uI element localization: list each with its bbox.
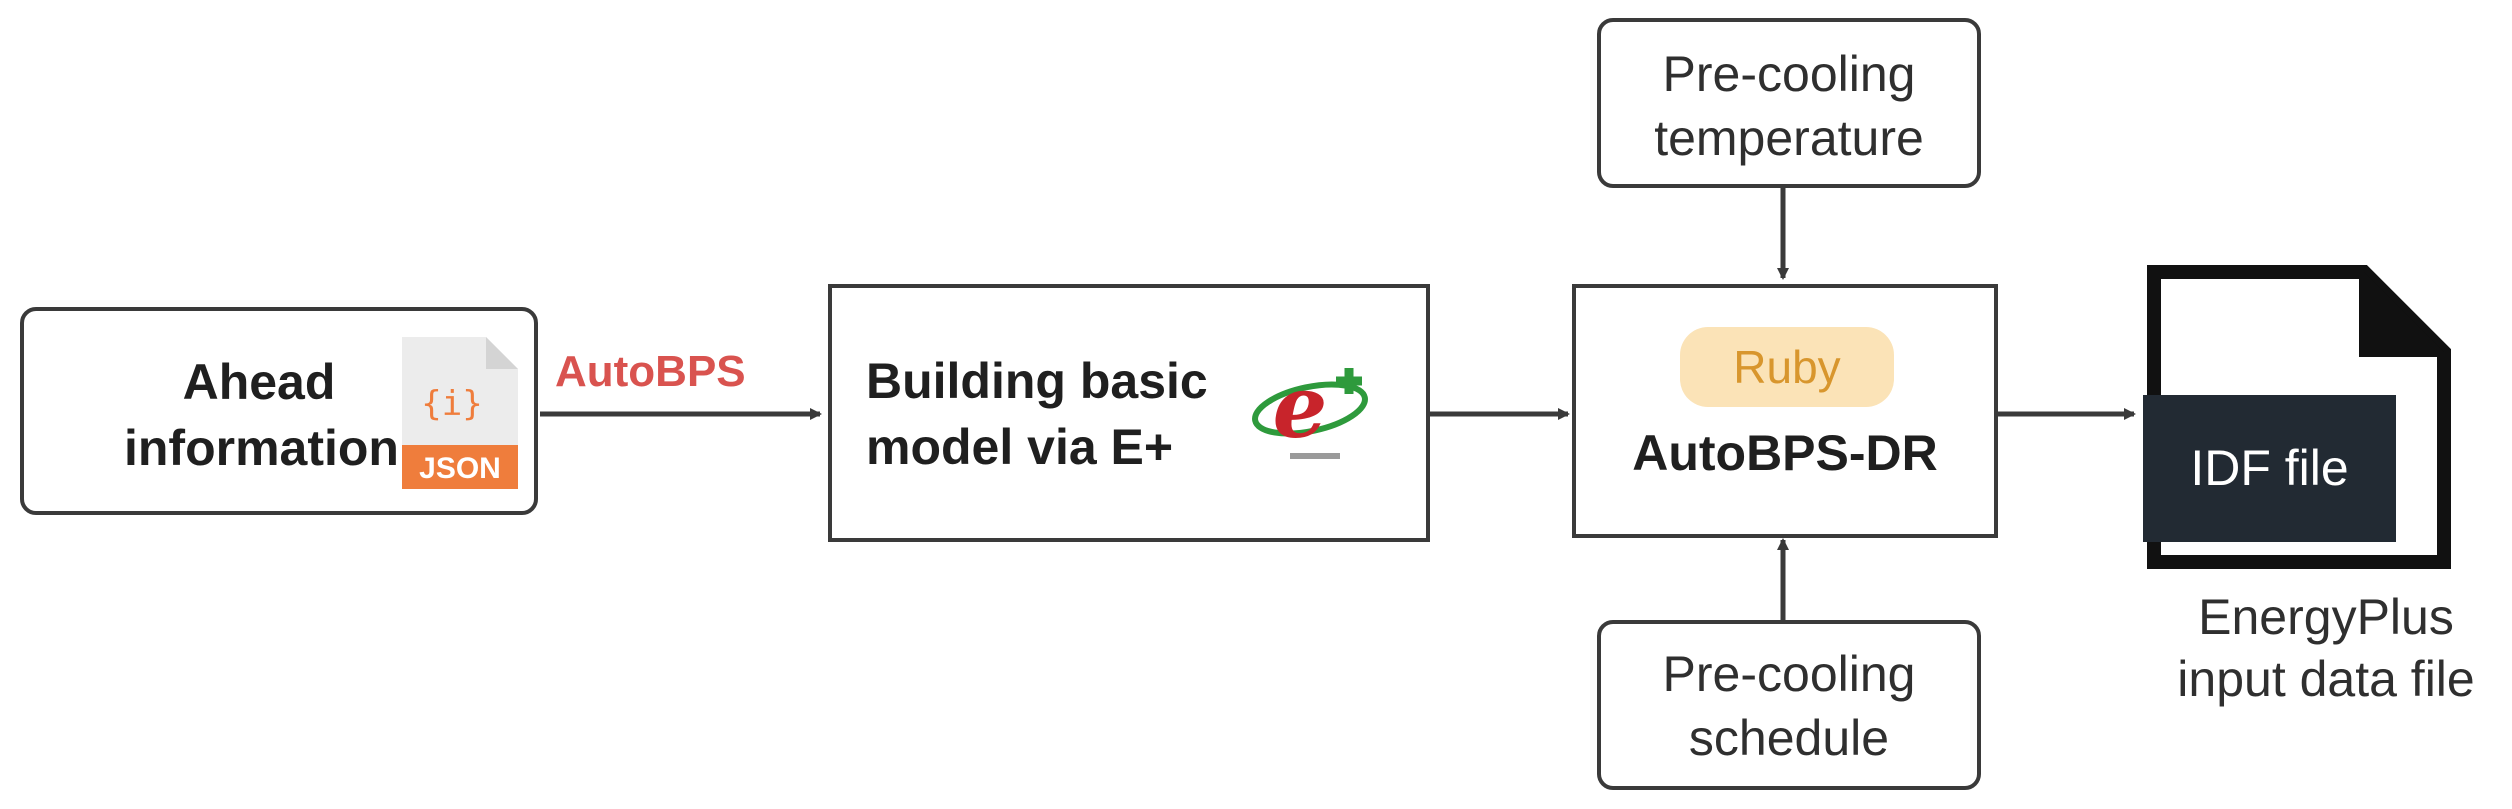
building-line-2: model via E+ [866, 419, 1174, 475]
json-glyph: {i} [421, 384, 482, 424]
precool-sched-line-2: schedule [1688, 710, 1890, 766]
node-precooling-schedule: Pre-cooling schedule [1597, 620, 1981, 790]
idf-caption: EnergyPlus input data file [2140, 586, 2512, 710]
json-label: JSON [419, 452, 501, 485]
energyplus-logo-icon: e [1248, 345, 1378, 475]
idf-file-label: IDF file [2143, 395, 2396, 542]
edge-label-autobps: AutoBPS [555, 347, 746, 396]
building-line-1: Building basic [866, 353, 1208, 409]
autobps-dr-label: AutoBPS-DR [1632, 425, 1938, 481]
precool-temp-line-1: Pre-cooling [1662, 46, 1916, 102]
idf-caption-line-2: input data file [2177, 651, 2475, 707]
ruby-badge: Ruby [1680, 327, 1894, 407]
precool-temp-line-2: temperature [1654, 110, 1924, 166]
node-autobps-dr [1572, 284, 1998, 538]
node-precooling-temperature: Pre-cooling temperature [1597, 18, 1981, 188]
svg-text:e: e [1273, 357, 1328, 458]
idf-caption-line-1: EnergyPlus [2198, 589, 2454, 645]
precool-sched-line-1: Pre-cooling [1662, 646, 1916, 702]
ahead-line-2: information [124, 420, 399, 476]
ahead-line-1: Ahead [182, 354, 336, 410]
node-ahead-information: Ahead information [20, 307, 538, 515]
json-file-icon: {i} JSON [402, 337, 518, 489]
node-building-basic-model: Building basic model via E+ [828, 284, 1430, 542]
